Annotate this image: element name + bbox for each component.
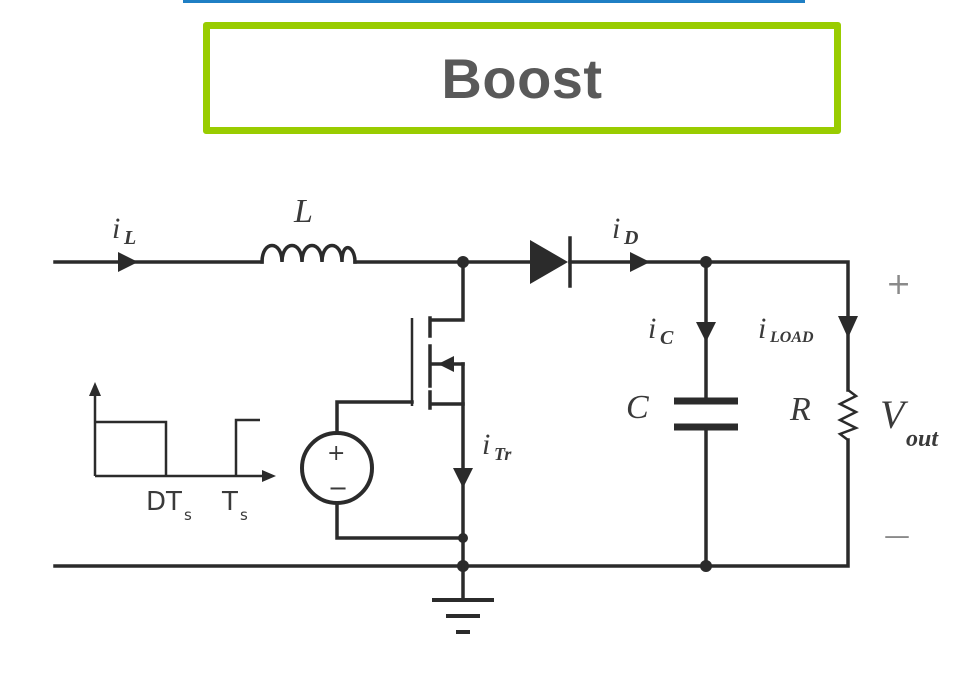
capacitor-symbol bbox=[674, 397, 738, 431]
top-accent-rule bbox=[183, 0, 805, 3]
node-cap-top bbox=[700, 256, 712, 268]
id-label: i D bbox=[612, 212, 638, 249]
mosfet-body-wire bbox=[430, 362, 465, 406]
dt-label-sub: s bbox=[184, 506, 192, 524]
source-return-wire bbox=[335, 501, 465, 540]
id-label-sub: D bbox=[623, 227, 638, 249]
resistor-label: R bbox=[789, 391, 811, 428]
itr-arrow bbox=[453, 468, 473, 488]
inductor-label: L bbox=[293, 193, 313, 230]
il-label-sub: L bbox=[123, 227, 136, 249]
iload-label: i LOAD bbox=[758, 312, 814, 346]
pwm-axes bbox=[93, 392, 264, 478]
mosfet-drain-wire bbox=[430, 260, 465, 322]
il-label-main: i bbox=[112, 212, 120, 245]
ground-icon bbox=[432, 598, 494, 634]
t-label-main: T bbox=[221, 487, 238, 517]
page-title: Boost bbox=[441, 46, 603, 110]
pwm-waveform bbox=[95, 418, 260, 476]
il-arrow bbox=[118, 252, 138, 272]
source-minus-sign: − bbox=[328, 474, 348, 502]
ic-label-sub: C bbox=[660, 327, 674, 349]
ic-label-main: i bbox=[648, 312, 656, 345]
t-label-sub: s bbox=[240, 506, 248, 524]
iload-label-sub: LOAD bbox=[769, 329, 814, 346]
pwm-x-arrow bbox=[262, 470, 276, 482]
diode-symbol bbox=[530, 240, 568, 284]
pwm-y-arrow bbox=[89, 382, 101, 396]
iload-arrow bbox=[838, 316, 858, 338]
iload-label-main: i bbox=[758, 312, 766, 345]
t-label: T s bbox=[221, 487, 248, 524]
vout-label-main: V bbox=[880, 392, 909, 437]
itr-label-main: i bbox=[482, 428, 490, 461]
title-box: Boost bbox=[203, 22, 841, 134]
il-label: i L bbox=[112, 212, 136, 249]
itr-label: i Tr bbox=[482, 428, 512, 464]
inductor-symbol bbox=[260, 243, 357, 264]
capacitor-label: C bbox=[626, 389, 649, 426]
mosfet-body-arrow bbox=[438, 356, 454, 372]
dt-label: DT s bbox=[146, 487, 192, 524]
bottom-wire bbox=[53, 438, 850, 568]
vout-label: V out bbox=[880, 392, 939, 452]
id-arrow bbox=[630, 252, 650, 272]
ic-label: i C bbox=[648, 312, 674, 349]
vout-label-sub: out bbox=[906, 426, 939, 452]
dt-label-main: DT bbox=[146, 487, 182, 517]
vout-minus-sign: — bbox=[884, 521, 910, 551]
vout-plus-sign: + bbox=[886, 267, 911, 302]
top-wire-right bbox=[568, 260, 850, 392]
resistor-symbol bbox=[837, 389, 860, 441]
id-label-main: i bbox=[612, 212, 620, 245]
source-plus-sign: + bbox=[327, 441, 345, 466]
ic-arrow bbox=[696, 322, 716, 342]
gate-wire bbox=[335, 400, 414, 435]
node-cap-bottom bbox=[700, 560, 712, 572]
itr-label-sub: Tr bbox=[494, 444, 512, 464]
